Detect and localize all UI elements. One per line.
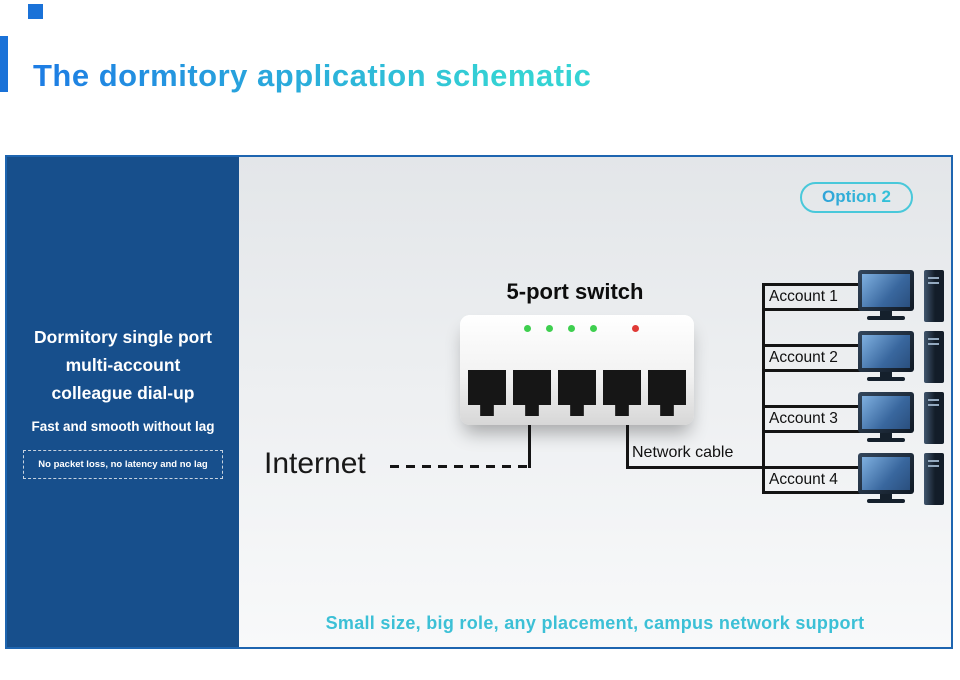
account-label: Account 3 (769, 410, 838, 427)
account-row: Account 3 (762, 405, 863, 433)
schematic-panel: Dormitory single port multi-account coll… (5, 155, 953, 649)
ethernet-port-icon (468, 370, 506, 416)
account-label: Account 1 (769, 288, 838, 305)
ethernet-port-icon (513, 370, 551, 416)
monitor-icon (858, 331, 914, 372)
monitor-screen (862, 396, 910, 429)
tower-icon (924, 392, 944, 444)
led-indicator (568, 325, 575, 332)
monitor-screen (862, 274, 910, 307)
sidebar-note-box: No packet loss, no latency and no lag (23, 450, 223, 479)
led-indicator (590, 325, 597, 332)
switch-ports (460, 370, 694, 416)
monitor-stand (880, 311, 892, 316)
internet-dashed-cable (390, 465, 530, 468)
monitor-icon (858, 453, 914, 494)
monitor-screen (862, 457, 910, 490)
account-label: Account 4 (769, 471, 838, 488)
decoration-square-top (28, 4, 43, 19)
monitor-base (867, 377, 905, 381)
monitor-icon (858, 392, 914, 433)
sidebar-headline: Dormitory single port multi-account coll… (7, 323, 239, 407)
sidebar-subhead: Fast and smooth without lag (31, 419, 215, 434)
monitor-icon (858, 270, 914, 311)
monitor-base (867, 499, 905, 503)
sidebar-headline-line-1: Dormitory single port (34, 327, 212, 347)
tower-icon (924, 331, 944, 383)
account-row: Account 4 (762, 466, 863, 494)
led-indicator (524, 325, 531, 332)
account-row: Account 2 (762, 344, 863, 372)
account-row: Account 1 (762, 283, 863, 311)
monitor-base (867, 438, 905, 442)
internet-cable-line (528, 425, 531, 468)
option-badge: Option 2 (800, 182, 913, 213)
network-cable-line (626, 466, 765, 469)
computer-icon (858, 392, 950, 446)
account-label: Account 2 (769, 349, 838, 366)
computer-icon (858, 270, 950, 324)
diagram-canvas: Option 2 5-port switch (239, 157, 951, 647)
ethernet-port-icon (558, 370, 596, 416)
tagline: Small size, big role, any placement, cam… (325, 613, 865, 633)
network-cable-label: Network cable (632, 444, 734, 461)
sidebar-headline-line-3: colleague dial-up (51, 383, 195, 403)
monitor-stand (880, 494, 892, 499)
computer-icon (858, 331, 950, 385)
tower-icon (924, 453, 944, 505)
monitor-screen (862, 335, 910, 368)
trunk-cable-line (762, 283, 765, 494)
internet-label: Internet (264, 447, 366, 480)
led-indicator (546, 325, 553, 332)
monitor-stand (880, 433, 892, 438)
network-cable-line (626, 425, 629, 469)
computer-icon (858, 453, 950, 507)
ethernet-port-icon (648, 370, 686, 416)
sidebar: Dormitory single port multi-account coll… (7, 157, 239, 647)
switch-label: 5-port switch (506, 279, 644, 304)
tower-icon (924, 270, 944, 322)
sidebar-headline-line-2: multi-account (65, 355, 181, 375)
switch-illustration (460, 315, 694, 425)
decoration-bar-left (0, 36, 8, 92)
monitor-base (867, 316, 905, 320)
monitor-stand (880, 372, 892, 377)
page-title: The dormitory application schematic (33, 58, 592, 93)
led-indicator (632, 325, 639, 332)
ethernet-port-icon (603, 370, 641, 416)
